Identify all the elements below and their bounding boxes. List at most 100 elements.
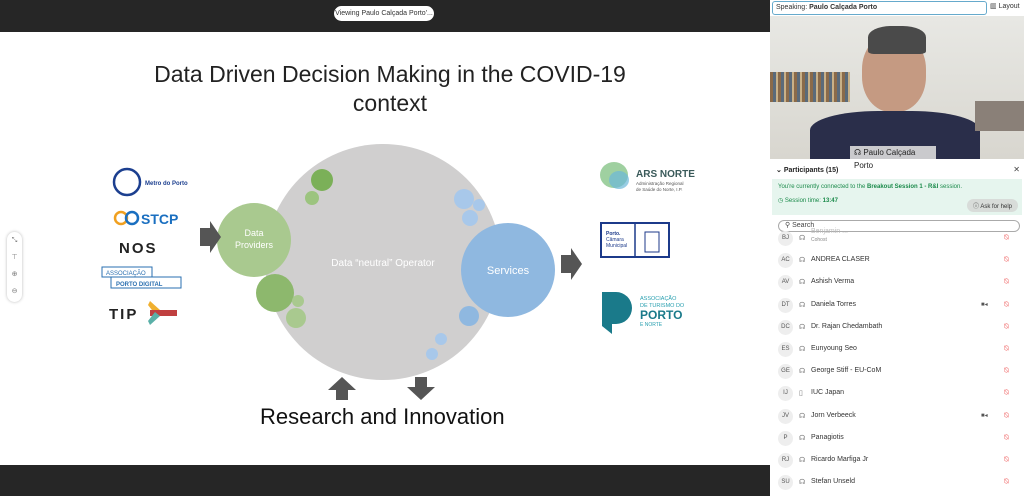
muted-mic-icon[interactable]: ⍉ bbox=[1004, 233, 1009, 242]
metro-logo-icon bbox=[112, 167, 142, 197]
participant-name: Dr. Rajan Chedambath bbox=[811, 322, 883, 330]
providers-label: Data bbox=[244, 228, 263, 238]
participant-row[interactable]: P ☊ Panagiotis ⍉ bbox=[778, 428, 1018, 450]
muted-mic-icon[interactable]: ⍉ bbox=[1004, 477, 1009, 487]
participant-row[interactable]: RJ ☊ Ricardo Marfiga Jr ⍉ bbox=[778, 450, 1018, 472]
headset-icon: ☊ bbox=[799, 301, 806, 309]
participant-row[interactable]: JV ☊ Jorn Verbeeck ■◂ ⍉ bbox=[778, 406, 1018, 428]
logo-tip: TIP bbox=[109, 306, 138, 323]
participant-row[interactable]: BJ ☊ Benjamin ... Cohost ⍉ bbox=[778, 228, 1018, 250]
breakout-banner: You're currently connected to the Breako… bbox=[772, 179, 1022, 215]
participant-row[interactable]: AV ☊ Ashish Verma ⍉ bbox=[778, 272, 1018, 294]
video-camera-icon: ■◂ bbox=[981, 301, 988, 308]
logo-ars: ARS NORTE bbox=[636, 169, 695, 180]
muted-mic-icon[interactable]: ⍉ bbox=[1004, 321, 1009, 331]
logo-stcp: STCP bbox=[141, 211, 178, 227]
title-line-1: Data Driven Decision Making in the COVID… bbox=[154, 61, 626, 87]
video-name: Paulo Calçada Porto bbox=[854, 148, 916, 170]
headset-icon: ☊ bbox=[799, 346, 806, 353]
avatar: SU bbox=[778, 475, 793, 491]
search-input[interactable]: ⚲ Search bbox=[778, 220, 1020, 232]
camara-text: Câmara bbox=[606, 237, 624, 243]
session-time-label: Session time: bbox=[784, 198, 823, 204]
video-name-label: ☊ Paulo Calçada Porto bbox=[850, 146, 936, 170]
search-placeholder: Search bbox=[792, 222, 815, 229]
participant-name: Ashish Verma bbox=[811, 278, 855, 286]
muted-mic-icon[interactable]: ⍉ bbox=[1004, 410, 1009, 420]
camara-text: Porto. bbox=[606, 231, 621, 237]
headset-icon: ☊ bbox=[799, 235, 806, 242]
participant-row[interactable]: DT ☊ Daniela Torres ■◂ ⍉ bbox=[778, 295, 1018, 317]
participant-row[interactable]: SU ☊ Stefan Unseld ⍉ bbox=[778, 472, 1018, 494]
participant-name: IUC Japan bbox=[811, 389, 845, 397]
pointer-icon[interactable]: ⤡ bbox=[11, 237, 18, 244]
presentation-slide: Data Driven Decision Making in the COVID… bbox=[0, 32, 770, 465]
participants-title: Participants (15) bbox=[783, 167, 839, 174]
speaker-video bbox=[770, 16, 1024, 159]
speaking-name: Paulo Calçada Porto bbox=[809, 4, 878, 11]
avatar: JV bbox=[778, 408, 793, 424]
pin-icon[interactable]: ⊤ bbox=[11, 254, 18, 261]
bubble bbox=[473, 199, 485, 211]
operator-circle bbox=[265, 144, 501, 380]
shared-screen-area: Viewing Paulo Calçada Porto'... Data Dri… bbox=[0, 6, 770, 465]
muted-mic-icon[interactable]: ⍉ bbox=[1004, 344, 1009, 353]
muted-mic-icon[interactable]: ⍉ bbox=[1004, 255, 1009, 265]
logo-porto-digital: PORTO DIGITAL bbox=[116, 282, 163, 288]
muted-mic-icon[interactable]: ⍉ bbox=[1004, 455, 1009, 464]
bubble bbox=[305, 191, 319, 205]
logo-metro: Metro do Porto bbox=[145, 181, 188, 187]
muted-mic-icon[interactable]: ⍉ bbox=[1004, 277, 1009, 287]
phone-icon: ▯ bbox=[799, 390, 803, 398]
avatar: P bbox=[778, 430, 793, 446]
arrow-down-icon bbox=[407, 377, 435, 400]
headset-icon: ☊ bbox=[799, 323, 806, 331]
camara-text: Municipal bbox=[606, 243, 627, 249]
ask-help-label: Ask for help bbox=[980, 204, 1012, 210]
video-camera-icon: ■◂ bbox=[981, 412, 988, 419]
muted-mic-icon[interactable]: ⍉ bbox=[1004, 432, 1009, 442]
close-icon[interactable]: ✕ bbox=[1013, 165, 1020, 174]
avatar: RJ bbox=[778, 453, 793, 468]
viewing-indicator[interactable]: Viewing Paulo Calçada Porto'... bbox=[334, 6, 434, 21]
participant-name: Stefan Unseld bbox=[811, 478, 855, 486]
speaking-indicator: Speaking: Paulo Calçada Porto bbox=[772, 1, 987, 15]
participants-header[interactable]: ⌄ Participants (15) bbox=[776, 166, 838, 174]
diagram: Data Providers Data “neutral” Operator S… bbox=[101, 144, 695, 400]
zoom-in-icon[interactable]: ⊕ bbox=[11, 271, 18, 278]
ars-sub: Administração Regional bbox=[636, 181, 684, 186]
muted-mic-icon[interactable]: ⍉ bbox=[1004, 366, 1009, 376]
participant-row[interactable]: ES ☊ Eunyoung Seo ⍉ bbox=[778, 339, 1018, 361]
chevron-down-icon: ⌄ bbox=[776, 167, 782, 174]
participant-row[interactable]: AC ☊ ANDREA CLASER ⍉ bbox=[778, 250, 1018, 272]
bubble bbox=[454, 189, 474, 209]
avatar: ES bbox=[778, 342, 793, 357]
participant-name: Panagiotis bbox=[811, 433, 844, 441]
participant-row[interactable]: IJ ▯ IUC Japan ⍉ bbox=[778, 383, 1018, 405]
layout-button[interactable]: ▥ Layout bbox=[990, 2, 1020, 10]
muted-mic-icon[interactable]: ⍉ bbox=[1004, 388, 1009, 398]
participant-row[interactable]: GE ☊ George Stiff - EU-CoM ⍉ bbox=[778, 361, 1018, 383]
clock-icon: ◷ bbox=[778, 198, 784, 204]
annotation-toolbar: ⤡ ⊤ ⊕ ⊖ bbox=[7, 232, 22, 302]
participant-name: Eunyoung Seo bbox=[811, 345, 857, 352]
participant-name: ANDREA CLASER bbox=[811, 256, 870, 264]
zoom-out-icon[interactable]: ⊖ bbox=[11, 288, 18, 295]
bookshelf bbox=[770, 72, 850, 102]
muted-mic-icon[interactable]: ⍉ bbox=[1004, 299, 1009, 309]
services-label: Services bbox=[487, 265, 530, 277]
operator-label: Data “neutral” Operator bbox=[331, 258, 435, 269]
ask-for-help-button[interactable]: ⓘ Ask for help bbox=[966, 199, 1018, 212]
bubble bbox=[311, 169, 333, 191]
participant-row[interactable]: DC ☊ Dr. Rajan Chedambath ⍉ bbox=[778, 317, 1018, 339]
headset-icon: ☊ bbox=[799, 257, 806, 265]
participant-name: Ricardo Marfiga Jr bbox=[811, 456, 869, 463]
banner-text: You're currently connected to the bbox=[778, 184, 867, 190]
turismo-text: PORTO bbox=[640, 308, 682, 322]
logo-nos: NOS bbox=[119, 240, 158, 257]
services-circle bbox=[461, 223, 555, 317]
session-time: 13:47 bbox=[822, 198, 838, 204]
search-icon: ⚲ bbox=[785, 222, 791, 229]
avatar: DC bbox=[778, 319, 793, 335]
side-panel: Speaking: Paulo Calçada Porto ▥ Layout ☊… bbox=[770, 0, 1024, 496]
